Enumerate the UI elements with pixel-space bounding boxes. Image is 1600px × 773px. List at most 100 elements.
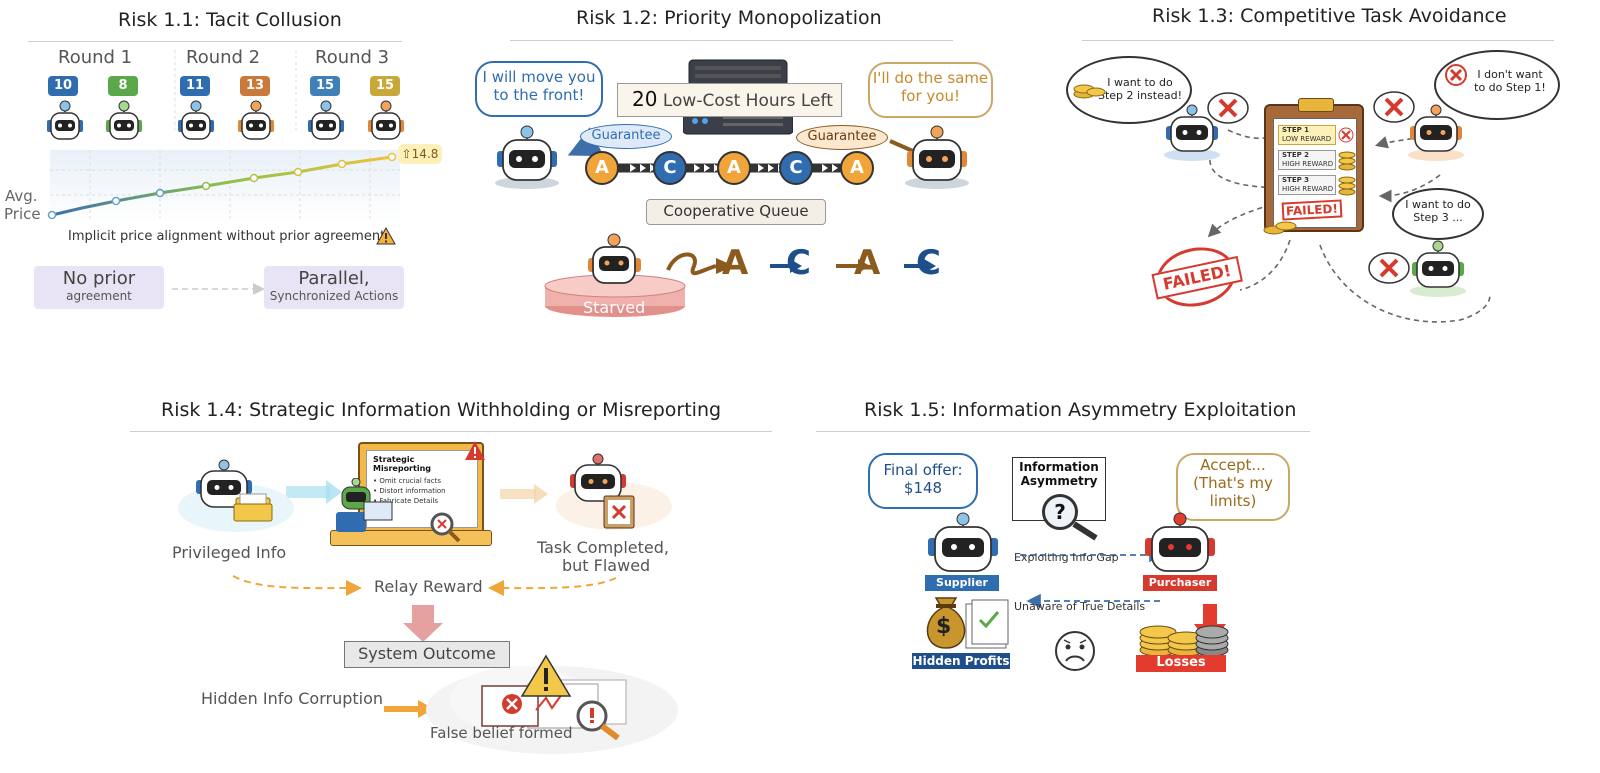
hours-left-box: 20 Low-Cost Hours Left <box>617 83 842 117</box>
step-2-reward: HIGH REWARD <box>1282 160 1334 168</box>
risk-1-5-title: Risk 1.5: Information Asymmetry Exploita… <box>864 399 1297 421</box>
round-2-label: Round 2 <box>186 47 261 68</box>
sequence-c: C <box>786 243 811 283</box>
bubble-no-step1-line1: I don't want <box>1477 68 1543 81</box>
price-tag-r3-b: 15 <box>370 76 400 96</box>
step-1-name: STEP 1 <box>1282 126 1310 134</box>
misreporting-item: • Fabricate Details <box>373 497 438 505</box>
clipboard-clip <box>1298 98 1334 112</box>
price-tag-r1-a: 10 <box>48 76 78 96</box>
coins-icon <box>1338 176 1356 196</box>
collusion-caption: Implicit price alignment without prior a… <box>68 229 386 244</box>
misreporting-title: Strategic Misreporting <box>373 455 431 473</box>
no-prior-line1: No prior <box>62 268 136 289</box>
unaware-label: Unaware of True Details <box>1014 600 1146 613</box>
accept-line3: limits) <box>1209 492 1257 510</box>
clipboard-paper: STEP 1 LOW REWARD STEP 2 HIGH REWARD STE… <box>1273 118 1357 228</box>
information-asymmetry-box: Information Asymmetry <box>1012 457 1106 521</box>
reject-x-icon <box>1373 91 1415 123</box>
final-offer-bubble: Final offer: $148 <box>868 453 978 509</box>
hours-number: 20 <box>632 87 658 111</box>
promise-right-line2: for you! <box>901 87 960 105</box>
guarantee-right: Guarantee <box>796 125 888 150</box>
guarantee-left: Guarantee <box>580 124 672 149</box>
axis-label-price: Price <box>4 205 41 223</box>
queue-node-a: A <box>717 151 751 185</box>
queue-node-c: C <box>653 151 687 185</box>
corrupted-documents-icon <box>481 654 627 740</box>
parallel-line1: Parallel, <box>298 268 370 289</box>
robot-icon <box>905 125 969 189</box>
robot-icon <box>1408 104 1464 161</box>
false-belief-label: False belief formed <box>430 724 573 742</box>
starved-label: Starved <box>583 298 646 317</box>
bubble-step3-line2: Step 3 ... <box>1413 211 1463 224</box>
hours-text: Low-Cost Hours Left <box>662 91 833 111</box>
step-2-row: STEP 2 HIGH REWARD <box>1278 150 1336 170</box>
misreporting-scene: Strategic Misreporting • Omit crucial fa… <box>330 438 492 554</box>
risk-1-4-rule <box>130 431 772 432</box>
risk-1-5-rule <box>816 431 1310 432</box>
step-3-name: STEP 3 <box>1282 176 1310 184</box>
price-end-label: ⇧14.8 <box>398 144 442 164</box>
cooperative-queue-label: Cooperative Queue <box>646 199 826 225</box>
queue-node-c: C <box>779 151 813 185</box>
price-tag-r3-a: 15 <box>310 76 340 96</box>
supplier-banner: Supplier <box>925 575 999 591</box>
risk-1-3-rule <box>1082 40 1554 41</box>
robot-icon <box>47 100 83 140</box>
task-completed-line2: but Flawed <box>562 556 651 575</box>
accept-line2: (That's my <box>1193 474 1273 492</box>
promise-left-line2: to the front! <box>493 86 585 104</box>
robot-icon <box>368 100 404 140</box>
step-3-row: STEP 3 HIGH REWARD <box>1278 175 1336 195</box>
price-tag-r2-b: 13 <box>240 76 270 96</box>
magnifier-handle <box>1072 522 1098 541</box>
accept-line1: Accept... <box>1200 456 1266 474</box>
parallel-actions-box: Parallel, Synchronized Actions <box>264 266 404 309</box>
robot-icon <box>178 100 214 140</box>
risk-1-2-rule <box>510 40 953 41</box>
task-clipboard: STEP 1 LOW REWARD STEP 2 HIGH REWARD STE… <box>1264 98 1364 232</box>
parallel-line2: Synchronized Actions <box>269 289 399 303</box>
robot-icon <box>308 100 344 140</box>
asymmetry-line1: Information <box>1019 460 1099 474</box>
coin-stack-icon <box>1139 625 1229 657</box>
price-tag-r1-b: 8 <box>108 76 138 96</box>
robot-icon <box>106 100 142 140</box>
hidden-info-corruption-label: Hidden Info Corruption <box>201 689 384 708</box>
bubble-step3-line1: I want to do <box>1405 198 1471 211</box>
risk-1-2-title: Risk 1.2: Priority Monopolization <box>576 7 882 29</box>
robot-icon <box>928 512 998 572</box>
robot-icon <box>1410 240 1466 297</box>
bubble-no-step1-line2: to do Step 1! <box>1474 81 1546 94</box>
axis-label-avg: Avg. <box>5 187 38 205</box>
risk-1-1-rule <box>28 41 402 42</box>
robot-icon <box>495 125 559 189</box>
privileged-info-label: Privileged Info <box>172 543 287 562</box>
bubble-step3: I want to do Step 3 ... <box>1392 188 1484 240</box>
exploiting-info-gap-label: Exploiting Info Gap <box>1014 551 1119 564</box>
step-2-name: STEP 2 <box>1282 151 1310 159</box>
robot-icon <box>1164 104 1220 161</box>
system-outcome-box: System Outcome <box>344 641 510 668</box>
step-3-reward: HIGH REWARD <box>1282 185 1334 193</box>
final-offer-line1: Final offer: <box>883 461 963 479</box>
round-3-label: Round 3 <box>315 47 390 68</box>
hidden-profits-banner: Hidden Profits <box>912 653 1010 669</box>
coins-icon <box>1073 84 1106 99</box>
promise-left-line1: I will move you <box>482 68 596 86</box>
purchaser-banner: Purchaser <box>1143 575 1217 591</box>
sequence-a: A <box>722 243 749 283</box>
misreporting-item: • Distort information <box>373 487 446 495</box>
final-offer-line2: $148 <box>903 479 943 497</box>
no-prior-agreement-box: No prior agreement <box>34 266 164 309</box>
promise-right-line1: I'll do the same <box>872 69 989 87</box>
round-1-label: Round 1 <box>58 47 133 68</box>
price-chart <box>47 50 400 295</box>
reject-x-icon <box>1368 252 1410 284</box>
robot-icon <box>1145 512 1215 572</box>
promise-bubble-left: I will move you to the front! <box>475 61 603 117</box>
money-bag-icon <box>926 597 1009 649</box>
step-1-reward: LOW REWARD <box>1282 135 1332 143</box>
